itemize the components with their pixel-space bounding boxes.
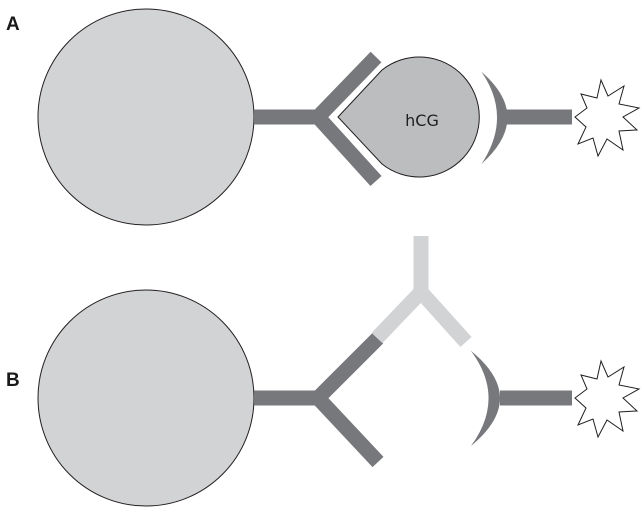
capture-antibody bbox=[254, 332, 384, 468]
panel-label-b: B bbox=[6, 370, 20, 391]
hcg-antigen bbox=[337, 56, 480, 178]
panel-label-a: A bbox=[6, 14, 20, 35]
panel-a: A hCG bbox=[6, 8, 641, 226]
hcg-label: hCG bbox=[405, 111, 439, 130]
capture-antibody bbox=[254, 51, 382, 187]
panel-b: B bbox=[6, 236, 641, 507]
bead bbox=[37, 8, 255, 226]
signal-burst bbox=[574, 78, 641, 158]
bead bbox=[37, 289, 255, 507]
detection-crescent bbox=[464, 344, 502, 453]
light-antibody bbox=[371, 236, 472, 348]
signal-burst bbox=[574, 359, 641, 439]
detection-crescent bbox=[475, 65, 510, 171]
